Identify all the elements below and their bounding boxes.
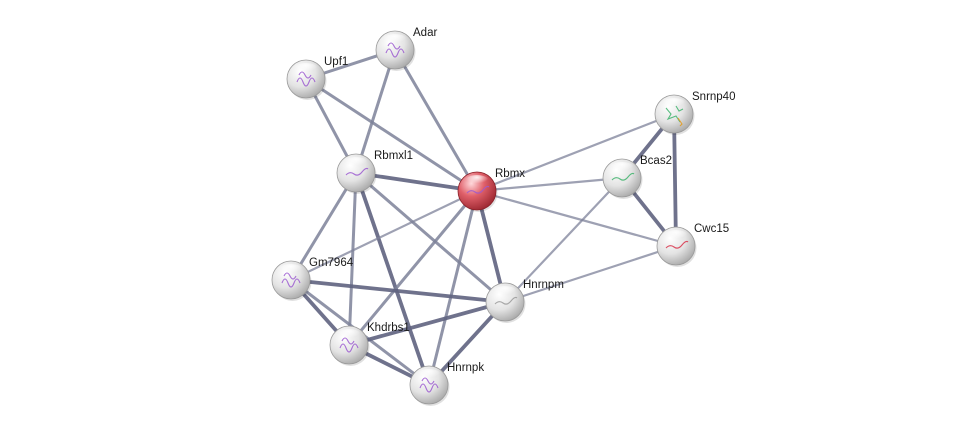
- node-highlight: [493, 286, 517, 298]
- edge-rbmx-cwc15[interactable]: [477, 191, 676, 246]
- node-adar[interactable]: Adar: [376, 27, 437, 71]
- node-label-hnrnpm: Hnrnpm: [523, 279, 564, 291]
- node-highlight: [610, 162, 634, 174]
- node-highlight: [337, 329, 361, 341]
- edge-upf1-rbmx[interactable]: [306, 79, 477, 191]
- node-khdrbs1[interactable]: Khdrbs1: [330, 322, 410, 366]
- node-label-rbmx: Rbmx: [495, 168, 525, 180]
- node-highlight: [294, 63, 318, 75]
- node-label-upf1: Upf1: [324, 56, 348, 68]
- node-label-hnrnpk: Hnrnpk: [447, 362, 484, 374]
- node-highlight: [279, 264, 303, 276]
- node-label-snrnp40: Snrnp40: [692, 91, 735, 103]
- edge-adar-rbmx[interactable]: [395, 50, 477, 191]
- node-label-khdrbs1: Khdrbs1: [367, 322, 410, 334]
- node-label-rbmxl1: Rbmxl1: [374, 150, 413, 162]
- node-highlight: [344, 157, 368, 169]
- node-rbmx[interactable]: Rbmx: [458, 168, 525, 212]
- node-highlight: [417, 369, 441, 381]
- node-rbmxl1[interactable]: Rbmxl1: [337, 150, 413, 194]
- node-highlight: [664, 230, 688, 242]
- node-label-gm7964: Gm7964: [309, 257, 354, 269]
- node-highlight: [662, 98, 686, 110]
- node-gm7964[interactable]: Gm7964: [272, 257, 354, 301]
- node-highlight: [383, 34, 407, 46]
- node-upf1[interactable]: Upf1: [287, 56, 348, 100]
- node-snrnp40[interactable]: Snrnp40: [655, 91, 735, 135]
- node-highlight: [465, 175, 489, 187]
- node-label-cwc15: Cwc15: [694, 223, 729, 235]
- node-cwc15[interactable]: Cwc15: [657, 223, 729, 267]
- node-label-adar: Adar: [413, 27, 437, 39]
- node-hnrnpm[interactable]: Hnrnpm: [486, 279, 564, 323]
- node-hnrnpk[interactable]: Hnrnpk: [410, 362, 484, 406]
- node-label-bcas2: Bcas2: [640, 155, 672, 167]
